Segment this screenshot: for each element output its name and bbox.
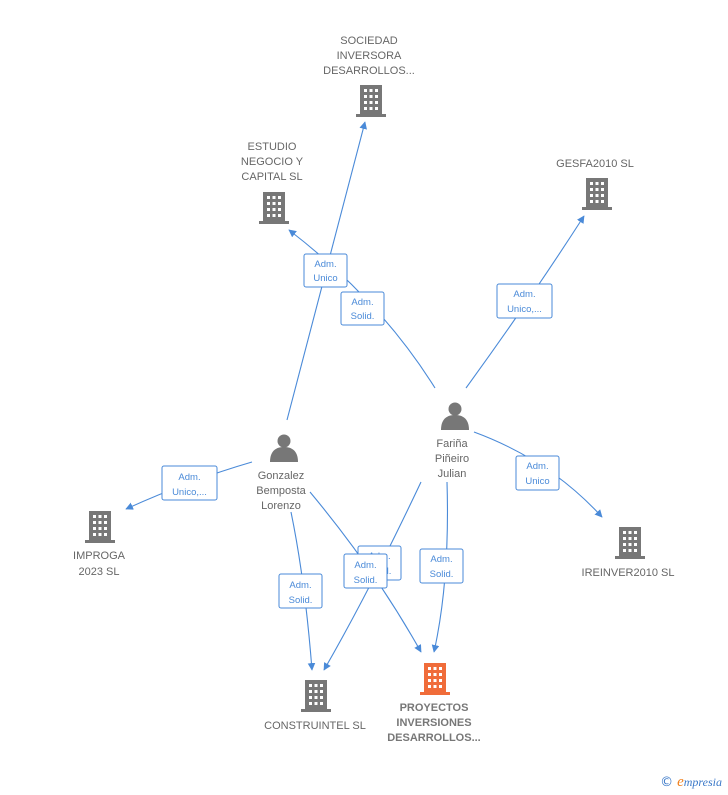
node-label: Fariña <box>436 438 468 450</box>
edge-label-e9[interactable]: Adm. Solid. <box>278 573 323 609</box>
brand-logo-e: e <box>677 774 684 790</box>
copyright-icon: © <box>660 775 674 790</box>
edge-label-text: Adm. <box>513 289 535 300</box>
node-construintel[interactable]: CONSTRUINTEL SL <box>264 680 366 732</box>
edge-label-text: Unico,... <box>507 304 542 315</box>
edge-label-text: Adm. <box>314 259 336 270</box>
node-label: GESFA2010 SL <box>556 158 634 170</box>
building-icon <box>615 527 645 559</box>
building-icon <box>420 663 450 695</box>
edge-label-text: Adm. <box>178 472 200 483</box>
node-label: CAPITAL SL <box>241 171 302 183</box>
node-label: CONSTRUINTEL SL <box>264 720 366 732</box>
node-label: SOCIEDAD <box>340 35 398 47</box>
node-gonzalez[interactable]: Gonzalez Bemposta Lorenzo <box>256 434 307 513</box>
person-icon <box>270 434 298 462</box>
building-icon <box>356 85 386 117</box>
edge-label-text: Adm. <box>289 580 311 591</box>
edge-label-text: Solid. <box>289 595 313 606</box>
edge-label-e7[interactable]: Adm. Solid. <box>343 553 388 589</box>
edge-label-text: Unico <box>313 273 337 284</box>
node-label: IREINVER2010 SL <box>582 567 675 579</box>
edge-label-text: Adm. <box>526 461 548 472</box>
node-label: Gonzalez <box>258 470 304 482</box>
edge-label-text: Solid. <box>351 311 375 322</box>
node-label: Julian <box>438 468 467 480</box>
node-label: IMPROGA <box>73 550 126 562</box>
edge-label-e8[interactable]: Adm. Solid. <box>419 548 464 584</box>
node-label: ESTUDIO <box>248 141 297 153</box>
building-icon <box>301 680 331 712</box>
brand-logo-text: mpresia <box>683 775 722 789</box>
building-icon <box>259 192 289 224</box>
node-label: DESARROLLOS... <box>387 732 481 744</box>
edge-label-text: Adm. <box>354 560 376 571</box>
edge-label-e2[interactable]: Adm. Solid. <box>340 291 385 326</box>
edge-labels: Adm. Unico Adm. Solid. Adm. Unico,... Ad… <box>161 253 560 609</box>
node-label: Lorenzo <box>261 500 301 512</box>
edge-label-e1[interactable]: Adm. Unico <box>303 253 348 288</box>
person-icon <box>441 402 469 430</box>
edge-label-text: Adm. <box>430 554 452 565</box>
edge-label-e5[interactable]: Adm. Unico <box>515 455 560 491</box>
node-label: INVERSORA <box>337 50 402 62</box>
node-label: NEGOCIO Y <box>241 156 304 168</box>
edge-label-e4[interactable]: Adm. Unico,... <box>161 465 218 501</box>
node-improga[interactable]: IMPROGA 2023 SL <box>73 511 126 578</box>
edge-label-text: Unico <box>525 476 549 487</box>
edge-label-e3[interactable]: Adm. Unico,... <box>496 283 553 319</box>
node-estudio[interactable]: ESTUDIO NEGOCIO Y CAPITAL SL <box>241 141 304 224</box>
node-label: INVERSIONES <box>396 717 471 729</box>
edge-label-text: Solid. <box>430 569 454 580</box>
node-sociedad[interactable]: SOCIEDAD INVERSORA DESARROLLOS... <box>323 35 415 117</box>
node-ireinver[interactable]: IREINVER2010 SL <box>582 527 675 579</box>
node-label: PROYECTOS <box>400 702 469 714</box>
node-gesfa[interactable]: GESFA2010 SL <box>556 158 634 210</box>
node-label: Piñeiro <box>435 453 469 465</box>
building-icon <box>582 178 612 210</box>
building-icon <box>85 511 115 543</box>
edge-label-text: Adm. <box>351 297 373 308</box>
node-label: Bemposta <box>256 485 306 497</box>
node-label: 2023 SL <box>79 566 120 578</box>
node-label: DESARROLLOS... <box>323 65 415 77</box>
edge-label-text: Unico,... <box>172 487 207 498</box>
node-proyectos[interactable]: PROYECTOS INVERSIONES DESARROLLOS... <box>387 663 481 744</box>
node-farina[interactable]: Fariña Piñeiro Julian <box>435 402 469 481</box>
edge-label-text: Solid. <box>354 575 378 586</box>
footer-brand: ©empresia <box>660 774 722 791</box>
